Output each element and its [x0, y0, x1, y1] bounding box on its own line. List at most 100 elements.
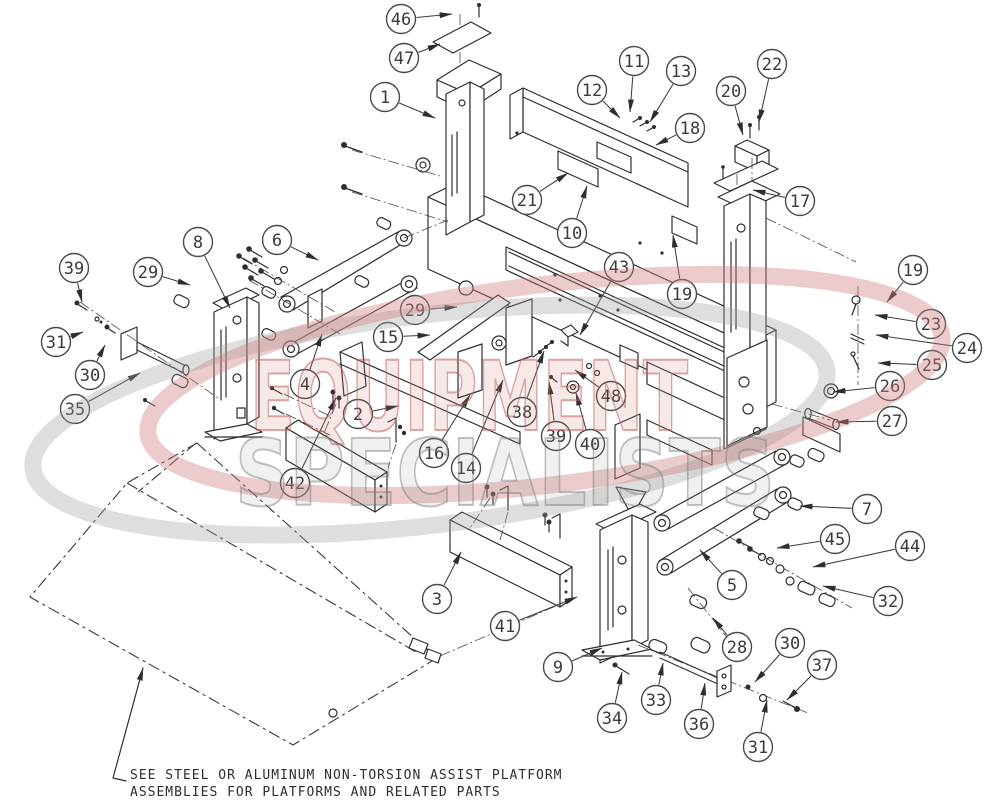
center-plates-and-hardware — [269, 215, 841, 480]
callout-46: 46 — [385, 3, 453, 35]
callout-number-18: 18 — [680, 119, 700, 139]
callout-leader-14 — [471, 379, 504, 454]
callout-bubble-34 — [596, 702, 628, 734]
callout-bubble-6 — [261, 224, 293, 256]
lower-right-column-and-arms — [581, 447, 825, 664]
callout-number-25: 25 — [922, 356, 942, 376]
callout-bubble-42 — [279, 467, 311, 499]
callout-leader-6 — [290, 246, 319, 261]
lower-link-hardware — [612, 638, 809, 714]
callout-leader-29 — [162, 276, 191, 286]
callout-leader-45 — [776, 540, 820, 550]
callout-bubble-31 — [40, 326, 72, 358]
callout-number-30: 30 — [780, 634, 800, 654]
right-mounting-column — [713, 115, 857, 450]
callout-45: 45 — [776, 523, 851, 555]
callout-19: 19 — [886, 254, 929, 303]
callout-leader-26 — [832, 387, 875, 394]
callout-leader-17 — [752, 189, 786, 198]
callout-bubble-8 — [182, 226, 214, 258]
callout-number-41: 41 — [495, 617, 515, 637]
left-arm-bolt-hardware — [236, 217, 392, 341]
callout-bubble-1 — [369, 81, 401, 113]
pump-box-2 — [285, 389, 407, 513]
callout-bubble-30 — [774, 627, 806, 659]
callout-40: 40 — [574, 392, 606, 460]
callout-number-28: 28 — [727, 638, 747, 658]
callout-43: 43 — [579, 251, 635, 336]
callout-bubble-2 — [342, 398, 374, 430]
callout-number-39: 39 — [64, 259, 84, 279]
callout-12: 12 — [576, 74, 621, 119]
callout-number-5: 5 — [727, 576, 737, 596]
callout-bubble-48 — [595, 380, 627, 412]
callout-number-45: 45 — [825, 530, 845, 550]
callout-leader-35 — [88, 372, 141, 402]
callout-41: 41 — [489, 596, 578, 642]
callout-number-10: 10 — [562, 224, 582, 244]
callout-3: 3 — [421, 551, 462, 615]
callout-leader-15 — [403, 332, 431, 339]
callout-number-17: 17 — [790, 192, 810, 212]
callout-39: 39 — [540, 381, 572, 452]
callout-bubble-29 — [132, 256, 164, 288]
callout-number-47: 47 — [394, 49, 414, 69]
callout-bubble-7 — [851, 493, 883, 525]
callout-bubble-39 — [58, 252, 90, 284]
callout-number-42: 42 — [285, 474, 305, 494]
callout-34: 34 — [596, 671, 628, 734]
callout-leader-24 — [875, 333, 952, 347]
callout-number-31: 31 — [46, 333, 66, 353]
callout-leader-8 — [204, 255, 231, 309]
callout-bubble-13 — [665, 55, 697, 87]
callout-30: 30 — [74, 344, 106, 391]
callout-leader-21 — [539, 172, 569, 192]
note-line-1: SEE STEEL OR ALUMINUM NON-TORSION ASSIST… — [130, 768, 563, 783]
callout-leader-12 — [602, 100, 621, 119]
callout-number-30: 30 — [80, 366, 100, 386]
callout-leader-28 — [712, 617, 728, 636]
callout-number-19: 19 — [672, 285, 692, 305]
callout-bubble-26 — [874, 370, 906, 402]
callout-number-15: 15 — [378, 328, 398, 348]
callout-number-31: 31 — [748, 738, 768, 758]
callout-bubble-46 — [385, 3, 417, 35]
callout-8: 8 — [182, 226, 231, 309]
callout-leader-19 — [886, 281, 904, 303]
callout-31: 31 — [742, 699, 774, 763]
callout-20: 20 — [715, 75, 747, 136]
callout-leader-41 — [519, 596, 578, 621]
callout-number-9: 9 — [553, 658, 563, 678]
callout-6: 6 — [261, 224, 319, 261]
callout-38: 38 — [506, 350, 545, 428]
callout-leader-11 — [627, 76, 634, 113]
callout-10: 10 — [556, 185, 588, 249]
callout-number-29: 29 — [405, 301, 425, 321]
callout-14: 14 — [450, 379, 504, 484]
callout-leader-1 — [399, 102, 436, 119]
callout-15: 15 — [372, 321, 431, 353]
callout-leader-16 — [441, 394, 471, 441]
callout-number-26: 26 — [880, 377, 900, 397]
callout-24: 24 — [875, 332, 983, 364]
callout-leader-13 — [649, 83, 674, 123]
callout-11: 11 — [618, 45, 650, 113]
callout-bubble-16 — [418, 437, 450, 469]
callout-leader-48 — [574, 369, 599, 388]
callout-bubble-18 — [674, 112, 706, 144]
callout-1: 1 — [369, 81, 436, 119]
callout-leader-27 — [835, 418, 877, 425]
callout-leader-7 — [799, 503, 852, 510]
callout-13: 13 — [649, 55, 697, 123]
callout-36: 36 — [683, 682, 715, 740]
callout-bubble-43 — [603, 251, 635, 283]
callout-leader-29 — [430, 304, 458, 311]
callout-leader-42 — [301, 397, 337, 470]
callout-number-7: 7 — [862, 500, 872, 520]
callout-leader-39 — [76, 282, 83, 303]
callout-bubble-35 — [59, 393, 91, 425]
callout-leader-47 — [418, 43, 441, 53]
callout-number-44: 44 — [900, 537, 920, 557]
callout-leader-31 — [70, 331, 84, 340]
